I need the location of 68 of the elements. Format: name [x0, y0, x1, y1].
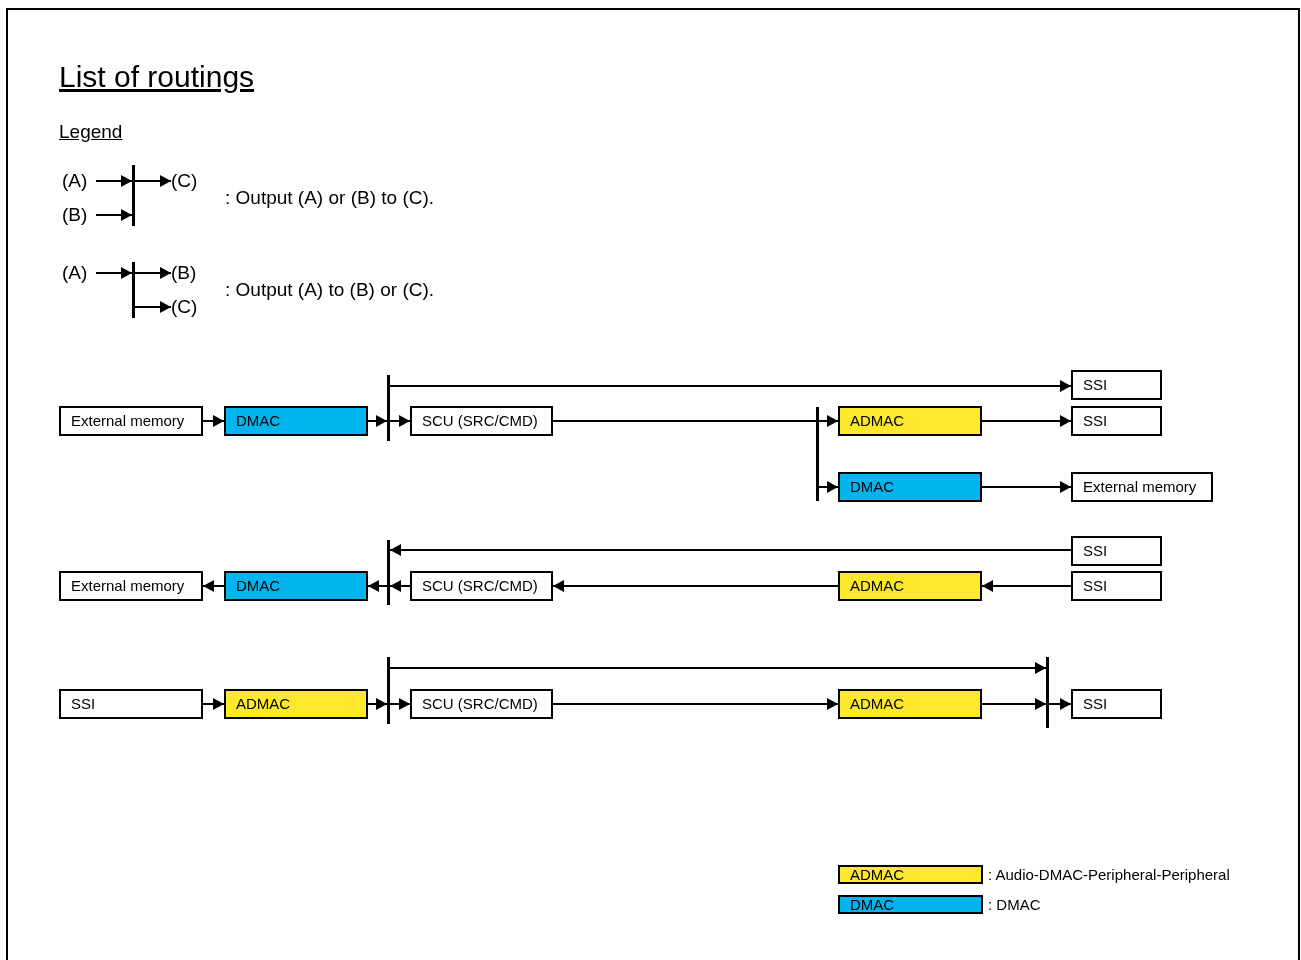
arrow	[134, 267, 172, 279]
legend-example-text: (B)	[62, 204, 96, 228]
arrow	[202, 580, 225, 592]
block-box: DMAC	[224, 571, 368, 601]
arrow	[367, 415, 388, 427]
legend-label: : Audio-DMAC-Peripheral-Peripheral	[988, 865, 1230, 884]
arrow	[389, 698, 411, 710]
page-title: List of routings	[59, 60, 255, 94]
arrow	[552, 580, 839, 592]
junction-bar	[387, 375, 390, 441]
block-box: DMAC	[224, 406, 368, 436]
arrow	[389, 380, 1072, 392]
arrow	[981, 580, 1072, 592]
arrow	[552, 698, 839, 710]
arrow	[818, 415, 839, 427]
junction-bar	[1046, 657, 1049, 728]
swatch-label: DMAC	[850, 896, 895, 913]
arrow	[818, 481, 839, 493]
legend-example-text: (C)	[171, 170, 205, 194]
arrow	[981, 415, 1072, 427]
block-box: SCU (SRC/CMD)	[410, 406, 553, 436]
legend-example-text: (A)	[62, 170, 96, 194]
section-heading: Legend	[59, 121, 123, 143]
arrow	[134, 301, 172, 313]
block-box: SSI	[1071, 370, 1162, 400]
arrow	[367, 698, 388, 710]
legend-label: : DMAC	[988, 895, 1041, 914]
block-box: SSI	[59, 689, 203, 719]
arrow	[202, 698, 225, 710]
block-box: SSI	[1071, 689, 1162, 719]
block-box: External memory	[59, 406, 203, 436]
junction-bar	[132, 165, 135, 226]
block-box: ADMAC	[838, 689, 982, 719]
arrow	[389, 580, 411, 592]
legend-description: : Output (A) to (B) or (C).	[225, 279, 435, 301]
block-box: External memory	[1071, 472, 1213, 502]
arrow	[389, 662, 1047, 674]
block-box: SCU (SRC/CMD)	[410, 571, 553, 601]
arrow	[981, 481, 1072, 493]
junction-bar	[132, 262, 135, 318]
block-box: External memory	[59, 571, 203, 601]
block-box: SCU (SRC/CMD)	[410, 689, 553, 719]
arrow	[95, 209, 133, 221]
arrow	[389, 415, 411, 427]
arrow	[1048, 698, 1072, 710]
legend-example-text: (B)	[171, 262, 205, 286]
block-box: SSI	[1071, 571, 1162, 601]
legend-example-text: (A)	[62, 262, 96, 286]
junction-bar	[387, 540, 390, 605]
arrow	[202, 415, 225, 427]
arrow	[981, 698, 1047, 710]
arrow	[367, 580, 388, 592]
junction-bar	[387, 657, 390, 724]
legend-description: : Output (A) or (B) to (C).	[225, 187, 435, 209]
arrow	[95, 267, 133, 279]
connector-line	[552, 420, 817, 422]
block-box: SSI	[1071, 406, 1162, 436]
block-box: ADMAC	[838, 571, 982, 601]
swatch-label: ADMAC	[850, 866, 905, 883]
block-box: ADMAC	[224, 689, 368, 719]
legend-example-text: (C)	[171, 296, 205, 320]
block-box: DMAC	[838, 472, 982, 502]
block-box: SSI	[1071, 536, 1162, 566]
junction-bar	[816, 407, 819, 501]
block-box: ADMAC	[838, 406, 982, 436]
arrow	[389, 544, 1072, 556]
arrow	[95, 175, 133, 187]
arrow	[134, 175, 172, 187]
